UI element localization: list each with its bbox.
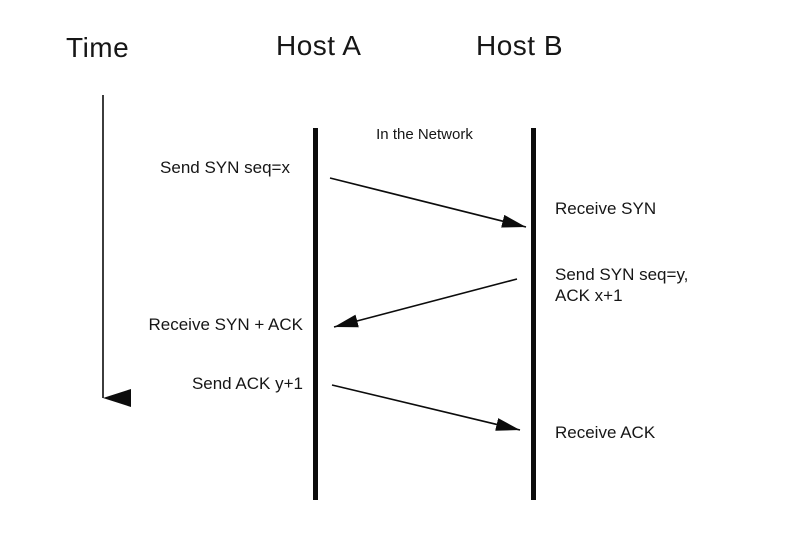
event-send-syn-label: Send SYN seq=x (160, 158, 290, 177)
host-b-lifeline (531, 128, 536, 500)
event-send-ack-label: Send ACK y+1 (191, 374, 303, 393)
network-label: In the Network (376, 126, 473, 143)
event-send-syn-ack-line1: Send SYN seq=y, (555, 265, 689, 284)
event-receive-syn-ack-label: Receive SYN + ACK (148, 315, 304, 334)
event-receive-ack-label: Receive ACK (555, 423, 656, 442)
host-a-label: Host A (276, 30, 362, 61)
event-send-syn-ack-label: Send SYN seq=y, ACK x+1 (555, 264, 688, 306)
host-a-lifeline (313, 128, 318, 500)
event-receive-syn-label: Receive SYN (555, 199, 657, 218)
time-label: Time (66, 32, 130, 63)
syn-arrow (329, 177, 527, 228)
host-b-label: Host B (476, 30, 564, 61)
ack-arrow (331, 384, 521, 431)
syn-ack-arrow (333, 278, 518, 328)
event-send-syn-ack-line2: ACK x+1 (555, 286, 623, 305)
